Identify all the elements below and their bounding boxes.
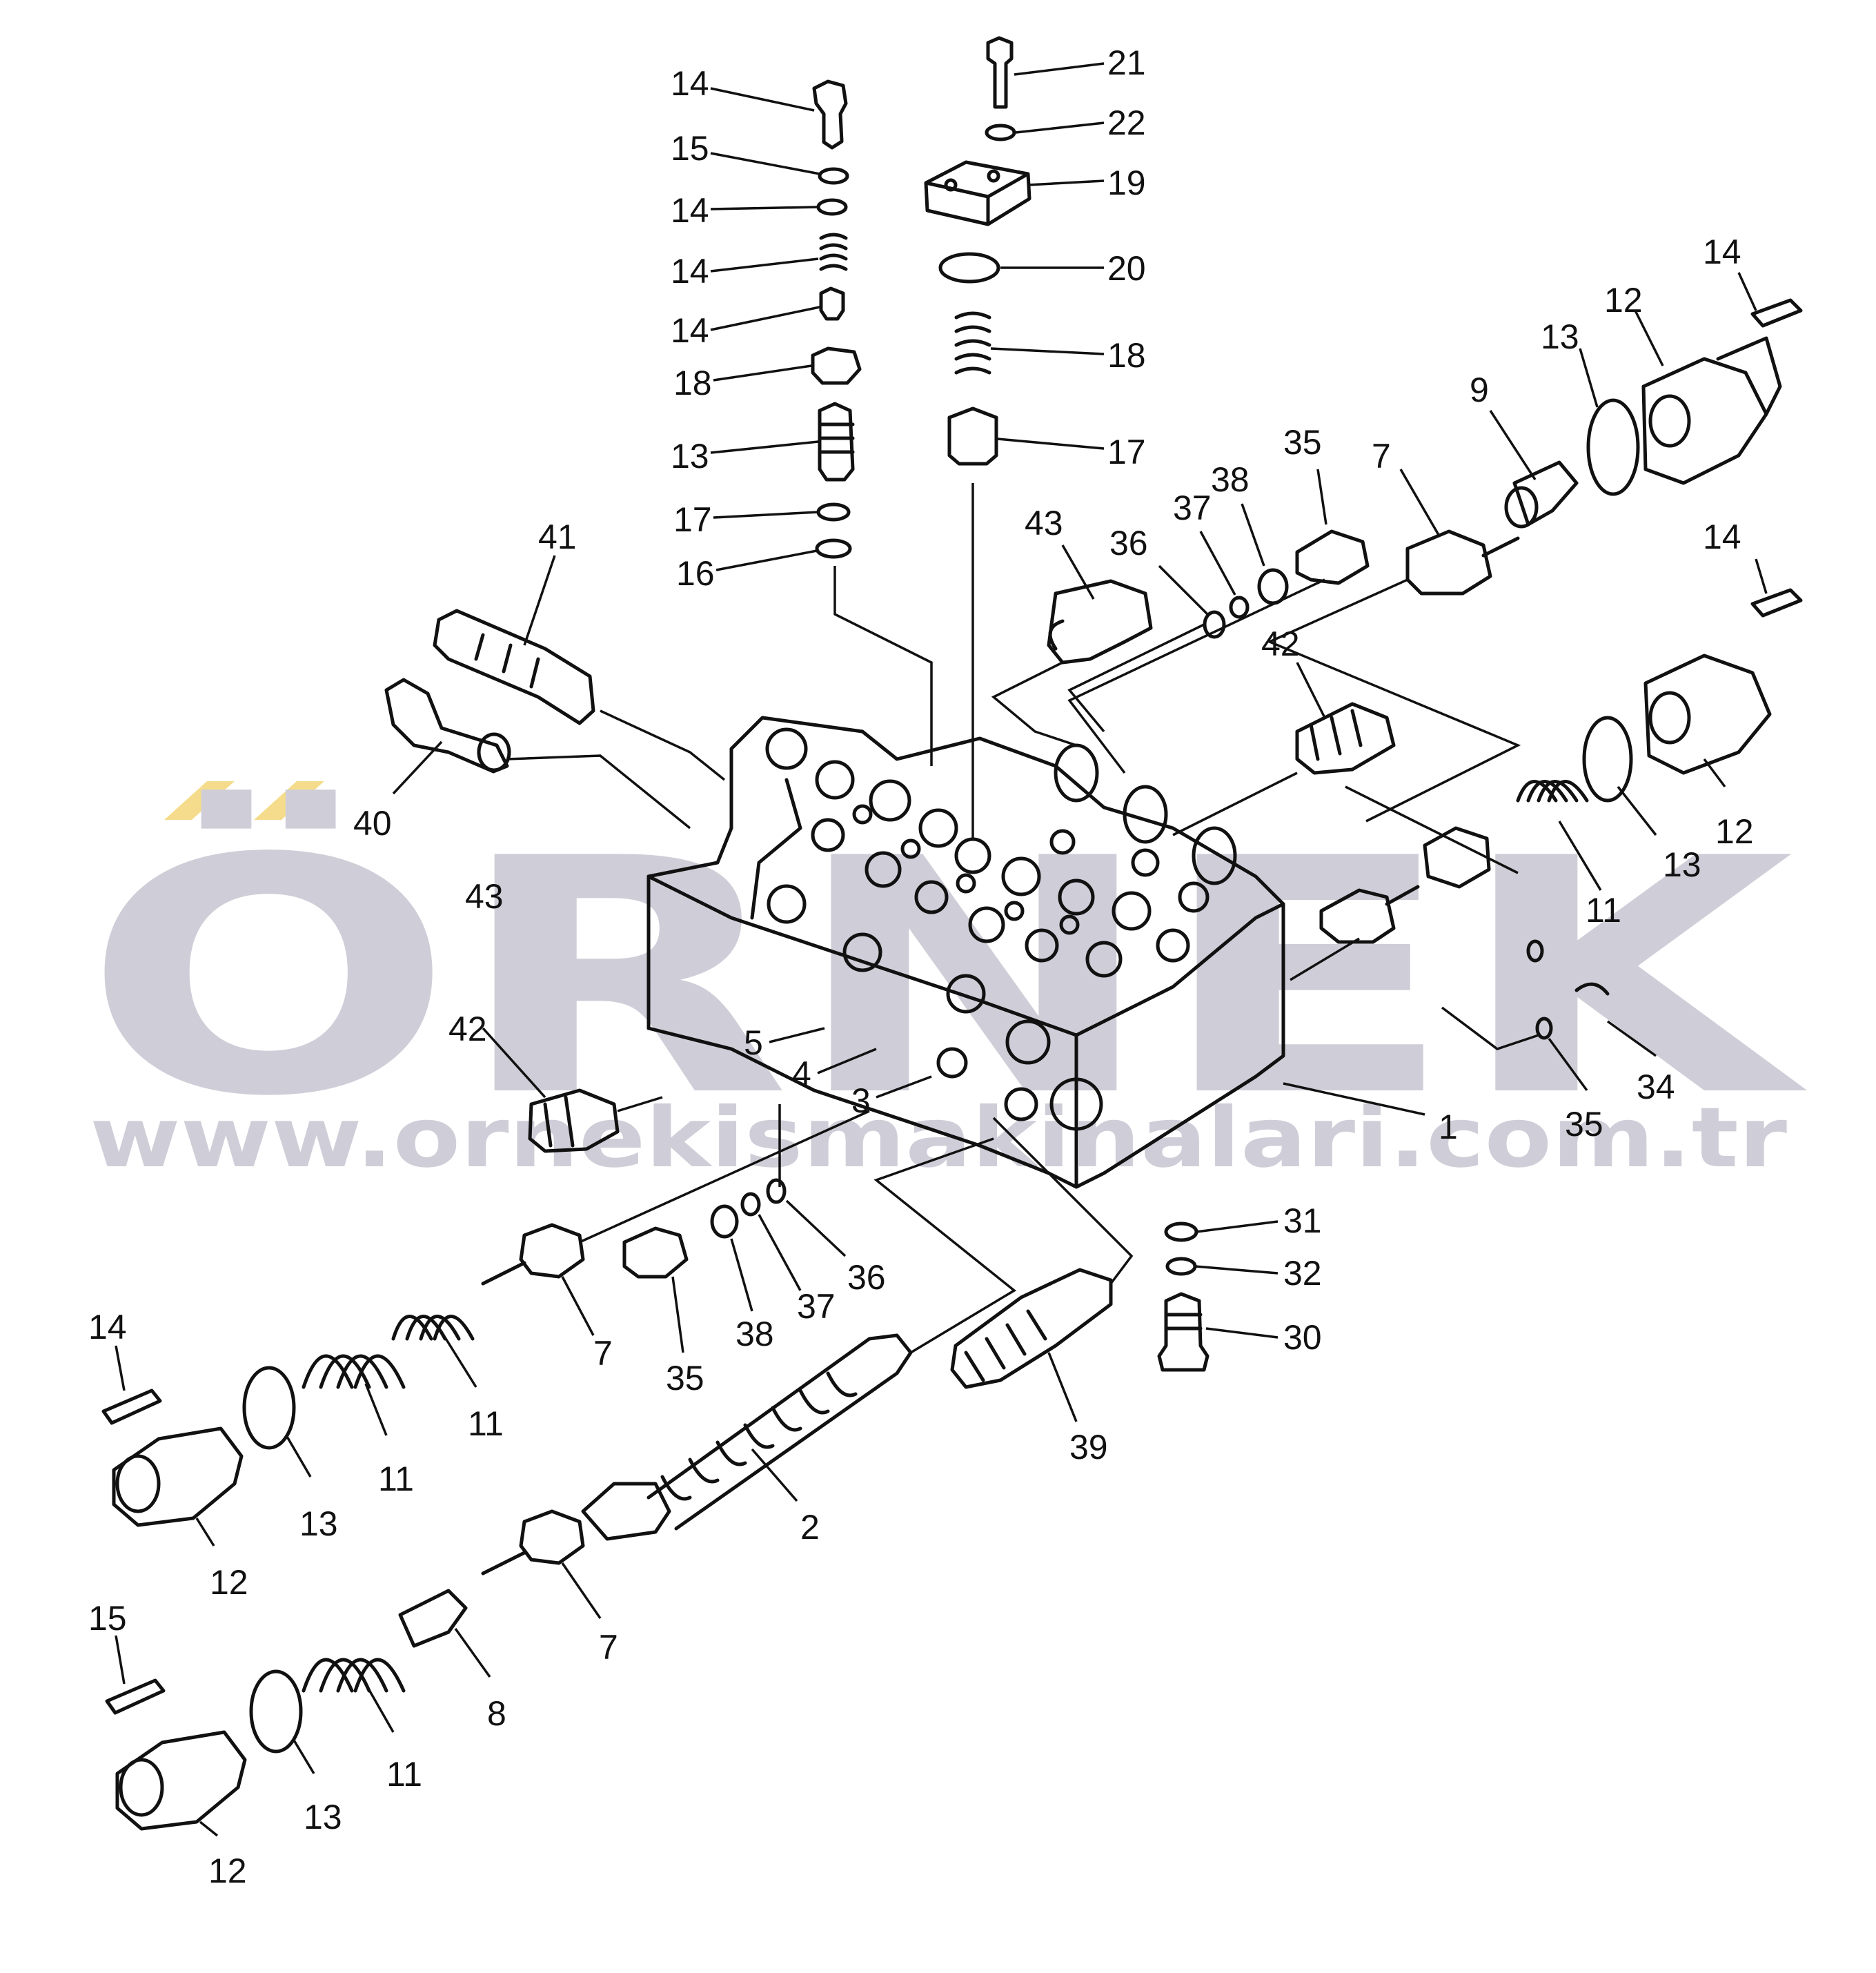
callouts: 14 15 14 14 14 18 13 17 16 21 22 19 20 1… xyxy=(88,43,1768,1890)
callout-34: 35 xyxy=(1565,1105,1603,1143)
callout-37-lower: 37 xyxy=(797,1287,836,1326)
callout-5: 5 xyxy=(744,1023,763,1062)
connector-lines xyxy=(506,566,1539,1354)
callout-28: 17 xyxy=(673,500,712,539)
callout-43-top: 43 xyxy=(1025,504,1063,542)
callout-12-mid-left: 12 xyxy=(210,1563,248,1602)
callout-20: 22 xyxy=(1107,104,1146,142)
right-top-assembly xyxy=(1405,298,1803,596)
callout-19: 21 xyxy=(1107,43,1146,82)
cartridge-39 xyxy=(950,1268,1113,1389)
callout-41: 41 xyxy=(538,518,577,556)
right-mid-assembly xyxy=(1319,588,1803,944)
callout-8: 8 xyxy=(487,1694,506,1733)
callout-36-lower: 36 xyxy=(847,1258,886,1297)
callout-13-mid: 13 xyxy=(1663,845,1701,884)
callout-42-top: 42 xyxy=(1261,625,1300,663)
callout-7-mid: 7 xyxy=(593,1334,613,1373)
callout-32: 32 xyxy=(1283,1254,1322,1293)
watermark-accent-left xyxy=(164,781,235,820)
seals-right xyxy=(1526,939,1610,1040)
callout-13-top: 13 xyxy=(1541,317,1579,356)
callout-33: 34 xyxy=(1637,1068,1675,1106)
callout-4: 4 xyxy=(792,1054,811,1093)
callout-12-mid: 12 xyxy=(1715,812,1754,851)
main-spool xyxy=(581,1333,913,1541)
callout-31: 31 xyxy=(1283,1201,1322,1240)
callout-12-top: 12 xyxy=(1604,281,1643,320)
callout-1: 1 xyxy=(1439,1108,1458,1146)
callout-42-left: 42 xyxy=(448,1010,487,1048)
seals-lower xyxy=(622,1178,787,1279)
callout-40: 40 xyxy=(353,804,392,843)
cartridges-left xyxy=(384,609,595,774)
callout-11-mid: 11 xyxy=(378,1460,414,1498)
callout-22: 14 xyxy=(671,311,709,350)
valve-body xyxy=(646,716,1285,1189)
callout-13-mid-left: 13 xyxy=(299,1504,338,1543)
callout-14-top: 14 xyxy=(1703,233,1741,271)
callout-11-top: 11 xyxy=(1586,891,1621,930)
callout-35-lower: 35 xyxy=(666,1359,704,1397)
callout-7-lower: 7 xyxy=(599,1628,618,1667)
cartridge-upper-43 xyxy=(1047,579,1153,665)
callout-43-left: 43 xyxy=(465,877,504,916)
callout-16: 18 xyxy=(1107,336,1146,375)
plug-stack-bottom xyxy=(1157,1221,1209,1372)
lower-assembly-row1 xyxy=(101,1223,585,1527)
plug-stack-left xyxy=(811,79,862,559)
cartridge-42-upper xyxy=(1295,702,1396,775)
lower-assembly-row2 xyxy=(105,1509,585,1831)
callout-10: 11 xyxy=(468,1404,504,1443)
callout-12-lower: 12 xyxy=(208,1852,247,1890)
callout-38-lower: 38 xyxy=(735,1315,774,1353)
callout-23: 14 xyxy=(671,252,709,291)
callout-7-top: 7 xyxy=(1372,437,1391,475)
callout-27: 16 xyxy=(676,554,715,593)
watermark: ÖRNEK www.ornekismakinalari.com.tr xyxy=(83,781,1810,1186)
callout-30: 30 xyxy=(1283,1318,1322,1357)
cartridge-42-lower xyxy=(528,1088,663,1153)
callout-35-top: 35 xyxy=(1283,423,1322,462)
callout-3: 3 xyxy=(851,1081,871,1120)
plug-stack-right xyxy=(924,36,1031,838)
callout-39: 39 xyxy=(1069,1428,1108,1466)
callout-25: 14 xyxy=(671,191,709,230)
callout-14-lower: 15 xyxy=(88,1599,127,1638)
callout-11-lower: 11 xyxy=(386,1755,422,1794)
callout-13-lower: 13 xyxy=(304,1798,342,1836)
callout-26: 15 xyxy=(671,129,709,168)
callout-29: 18 xyxy=(673,364,712,402)
callout-38-top: 38 xyxy=(1211,460,1250,499)
watermark-url: www.ornekismakinalari.com.tr xyxy=(90,1090,1787,1186)
callout-36-top: 36 xyxy=(1109,524,1148,562)
callout-24: 14 xyxy=(671,64,709,103)
callout-18: 20 xyxy=(1107,249,1146,288)
watermark-accent-right xyxy=(254,781,324,820)
callout-15: 17 xyxy=(1107,433,1146,471)
callout-2: 2 xyxy=(800,1508,820,1547)
callout-9: 9 xyxy=(1470,371,1489,409)
watermark-brand: ÖRNEK xyxy=(83,786,1810,1167)
callout-14-mid-left: 14 xyxy=(88,1308,127,1346)
callout-17: 19 xyxy=(1107,164,1146,202)
callout-14-mid: 14 xyxy=(1703,518,1741,556)
parts xyxy=(101,36,1803,1831)
callout-21: 13 xyxy=(671,437,709,475)
callout-37-top: 37 xyxy=(1173,489,1212,527)
